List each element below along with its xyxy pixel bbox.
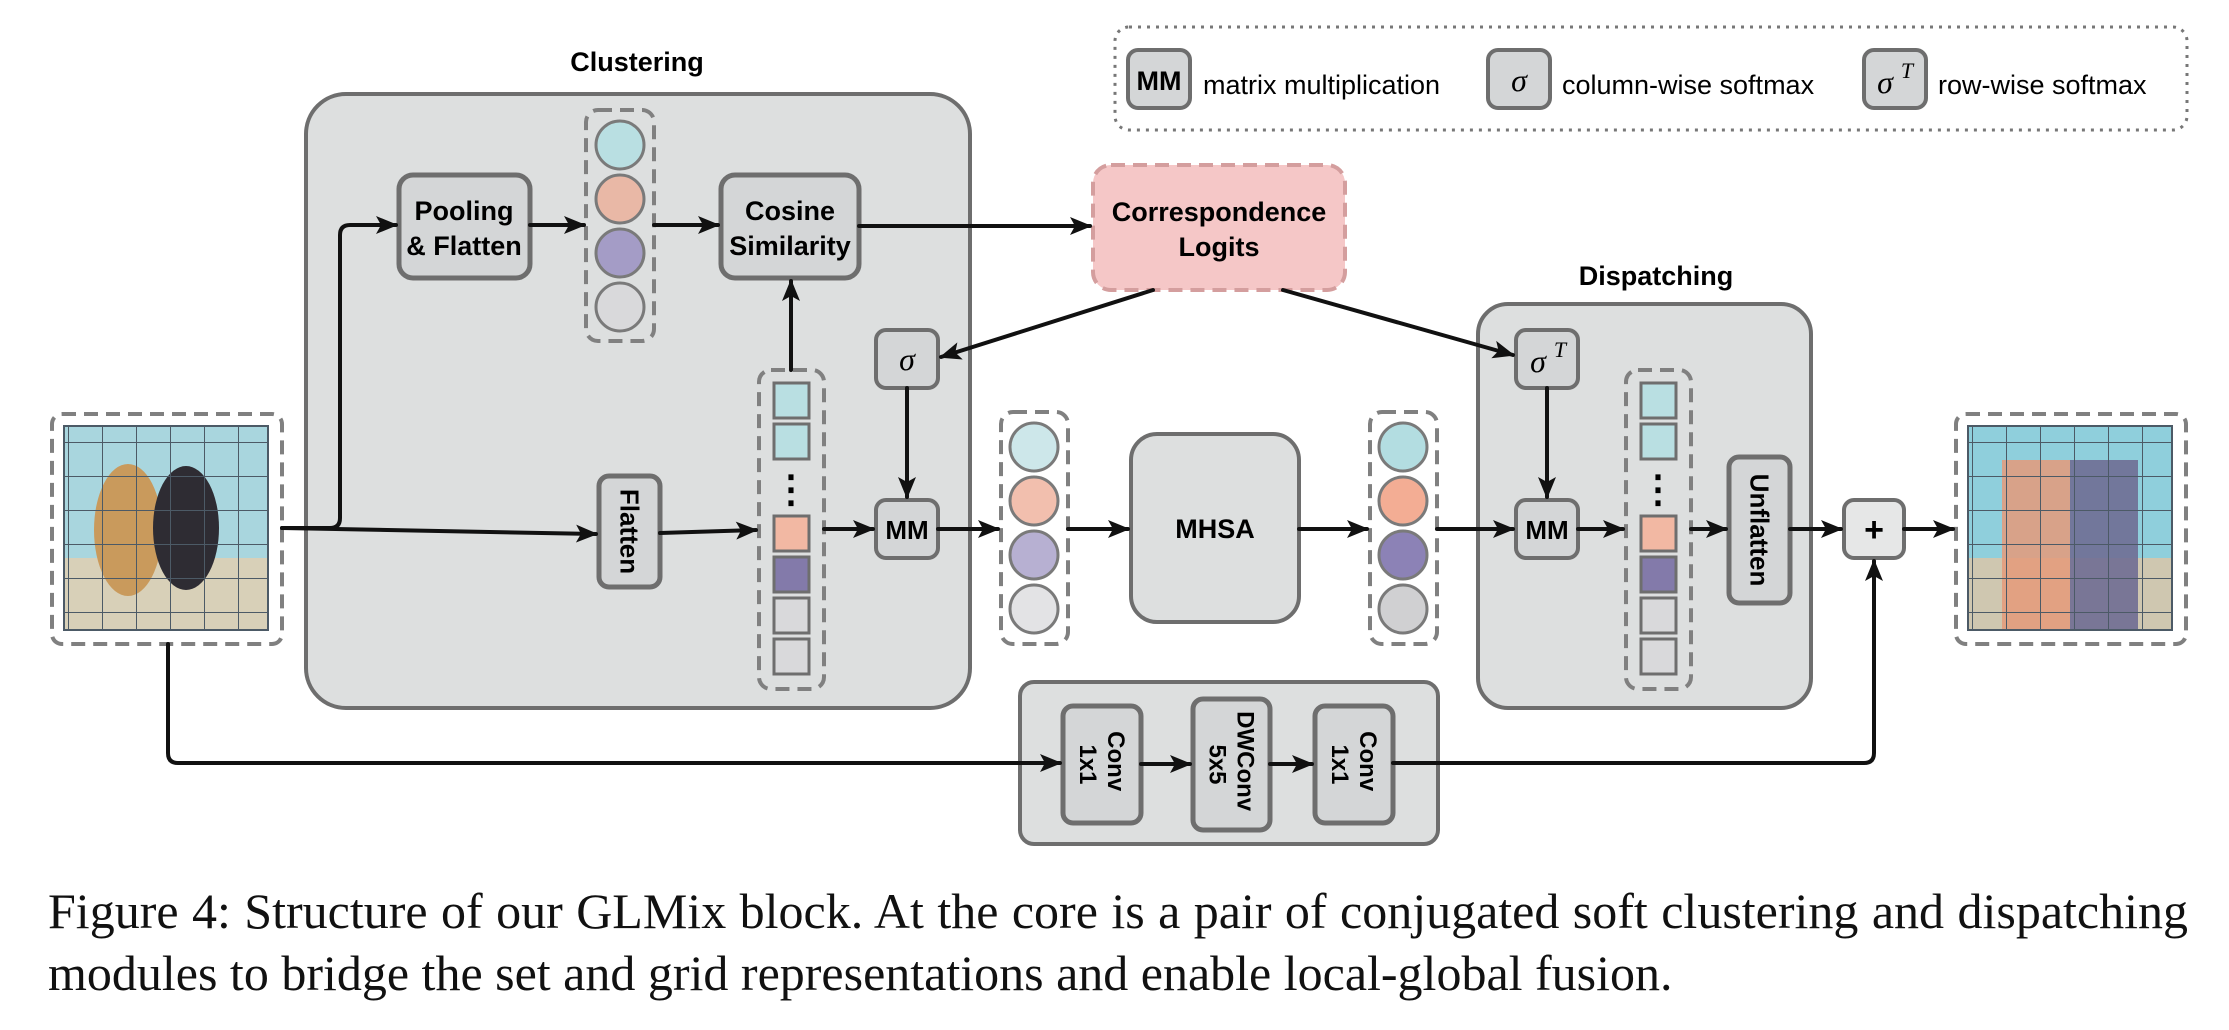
legend-sigma-box — [1486, 48, 1552, 110]
legend: MM matrix multiplication σ column-wise s… — [1113, 25, 2189, 132]
clustering-title: Clustering — [570, 47, 704, 77]
legend-sigma-label: column-wise softmax — [1562, 70, 1815, 100]
dispatched-token-1 — [1639, 381, 1678, 420]
sum-node: + — [1842, 498, 1906, 560]
dispatched-token-5 — [1639, 596, 1678, 635]
clustered-out-gray — [1377, 583, 1429, 635]
sigmaT-symbol: σ — [1530, 343, 1547, 379]
legend-mm-symbol: MM — [1137, 66, 1182, 96]
legend-sigma-symbol: σ — [1511, 62, 1528, 98]
conv1-line1: Conv — [1102, 731, 1129, 792]
arrow-conv2-to-plus — [1391, 559, 1883, 765]
figure-caption: Figure 4: Structure of our GLMix block. … — [48, 883, 2188, 1001]
legend-sigmaT-sup: T — [1901, 58, 1915, 83]
dispatched-token-4 — [1639, 555, 1678, 594]
clustering-mm-label: MM — [885, 515, 928, 545]
pooling-line1: Pooling — [415, 196, 514, 226]
correspondence-line1: Correspondence — [1112, 197, 1327, 227]
flat-token-6 — [772, 637, 811, 676]
clustered-in-cyan — [1008, 421, 1060, 473]
dwconv-labels: DWConv 5x5 — [1204, 711, 1259, 818]
correspondence-logits: Correspondence Logits — [1091, 163, 1347, 292]
cosine-line1: Cosine — [745, 196, 835, 226]
legend-mm-label: matrix multiplication — [1203, 70, 1440, 100]
dwconv-line2: 5x5 — [1204, 744, 1231, 784]
output-image-grid — [1967, 425, 2173, 631]
correspondence-box — [1091, 163, 1347, 292]
dispatched-ellipsis: ⋮ — [1639, 469, 1677, 511]
legend-sigmaT-base: σ — [1877, 64, 1894, 100]
arrow-input-to-local — [166, 642, 1062, 772]
clustered-in-gray — [1008, 583, 1060, 635]
legend-sigmaT-symbol: σ — [1877, 64, 1894, 100]
conv1-labels: Conv 1x1 — [1074, 731, 1129, 798]
output-image-group — [1954, 412, 2188, 646]
conv2-line2: 1x1 — [1326, 744, 1353, 784]
flat-token-4 — [772, 555, 811, 594]
local-branch: Conv 1x1 DWConv 5x5 Conv 1x1 — [1018, 680, 1440, 846]
clustered-tokens-in — [999, 410, 1070, 646]
cluster-token-purple — [594, 227, 646, 279]
conv2-labels: Conv 1x1 — [1326, 731, 1381, 798]
flat-token-2 — [772, 422, 811, 461]
flat-token-3 — [772, 514, 811, 553]
clustered-out-cyan — [1377, 421, 1429, 473]
mhsa-label: MHSA — [1175, 514, 1255, 544]
legend-frame — [1113, 25, 2189, 132]
correspondence-line2: Logits — [1179, 232, 1260, 262]
legend-sigmaT-label: row-wise softmax — [1938, 70, 2147, 100]
clustered-tokens-out — [1368, 410, 1439, 646]
conv2-line1: Conv — [1354, 731, 1381, 792]
input-image-group — [50, 412, 284, 646]
flat-token-5 — [772, 596, 811, 635]
output-image-frame — [1954, 412, 2188, 646]
pooling-line2: & Flatten — [406, 231, 522, 261]
mhsa-module: MHSA — [1129, 432, 1301, 624]
dispatching-title: Dispatching — [1579, 261, 1734, 291]
clustered-out-purple — [1377, 529, 1429, 581]
cluster-token-gray — [594, 281, 646, 333]
dispatching-mm-label: MM — [1525, 515, 1568, 545]
arrow-input-to-flatten — [280, 524, 598, 543]
plus-symbol: + — [1864, 511, 1884, 549]
sigmaT-box — [1514, 328, 1580, 390]
dispatched-token-2 — [1639, 422, 1678, 461]
dwconv-line1: DWConv — [1232, 711, 1259, 812]
cluster-token-cyan — [594, 119, 646, 171]
arrow-logits-to-sigma — [939, 288, 1155, 360]
dispatching-module: Dispatching σ T MM ⋮ Unflatten — [1476, 261, 1813, 710]
cosine-similarity-box — [718, 172, 862, 281]
arrow-flatten-to-tokens — [658, 521, 758, 540]
sigma-symbol: σ — [899, 341, 916, 377]
sigmaT-sup: T — [1554, 337, 1568, 362]
flatten-label: Flatten — [615, 489, 645, 574]
cosine-line2: Similarity — [729, 231, 851, 261]
pooling-flatten-box — [396, 172, 533, 281]
input-image-grid — [63, 425, 269, 631]
clustering-module: Clustering Pooling & Flatten Cosine Simi… — [304, 47, 972, 710]
unflatten-label: Unflatten — [1745, 474, 1775, 587]
clustered-out-salmon — [1377, 475, 1429, 527]
clustered-in-purple — [1008, 529, 1060, 581]
conv1-line2: 1x1 — [1074, 744, 1101, 784]
dispatching-panel — [1476, 302, 1813, 710]
sigmaT-base: σ — [1530, 343, 1547, 379]
clustered-in-salmon — [1008, 475, 1060, 527]
dispatched-token-6 — [1639, 637, 1678, 676]
flat-token-1 — [772, 381, 811, 420]
cluster-token-salmon — [594, 173, 646, 225]
arrow-logits-to-sigmaT — [1281, 288, 1515, 359]
flat-ellipsis: ⋮ — [772, 469, 810, 511]
dispatched-token-3 — [1639, 514, 1678, 553]
arrows — [166, 216, 1955, 773]
legend-sigmaT-box — [1862, 48, 1928, 110]
legend-mm-box — [1126, 48, 1192, 110]
